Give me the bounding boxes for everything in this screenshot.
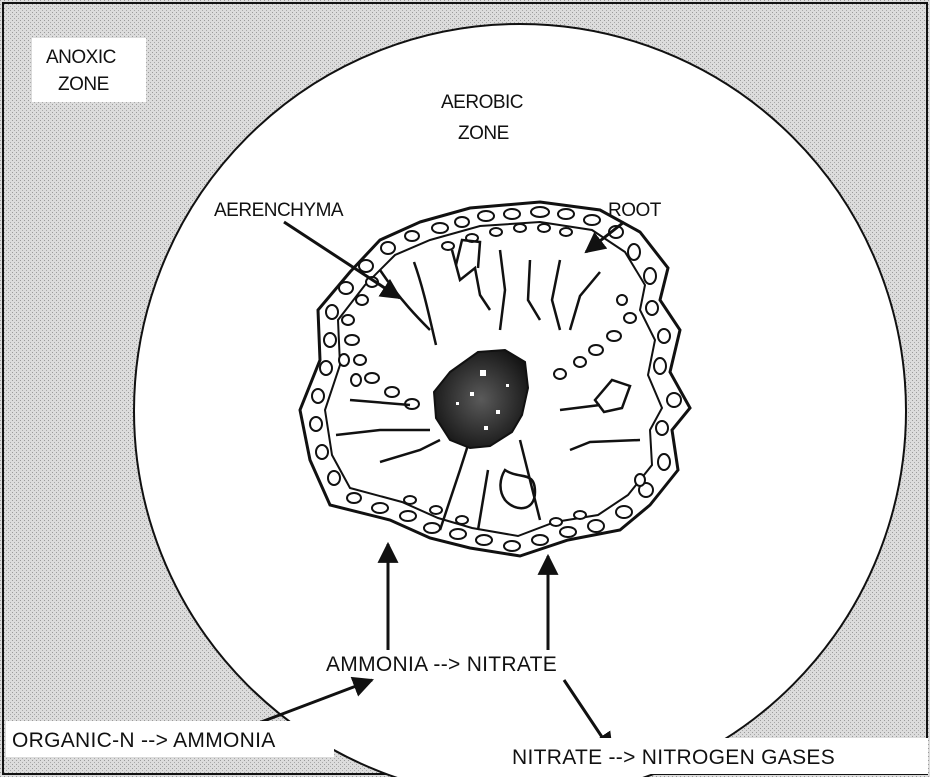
aerobic-zone-label-line2: ZONE bbox=[458, 123, 509, 144]
anoxic-zone-label-line2: ZONE bbox=[58, 74, 109, 95]
aerobic-zone-label-line1: AEROBIC bbox=[441, 92, 523, 113]
denitrification-label: NITRATE --> NITROGEN GASES bbox=[512, 746, 835, 769]
anoxic-zone-label-line1: ANOXIC bbox=[46, 47, 116, 68]
root-label: ROOT bbox=[608, 200, 662, 221]
ammonification-label: ORGANIC-N --> AMMONIA bbox=[12, 729, 276, 752]
aerenchyma-label: AERENCHYMA bbox=[214, 200, 344, 221]
nitrification-label: AMMONIA --> NITRATE bbox=[326, 653, 557, 676]
